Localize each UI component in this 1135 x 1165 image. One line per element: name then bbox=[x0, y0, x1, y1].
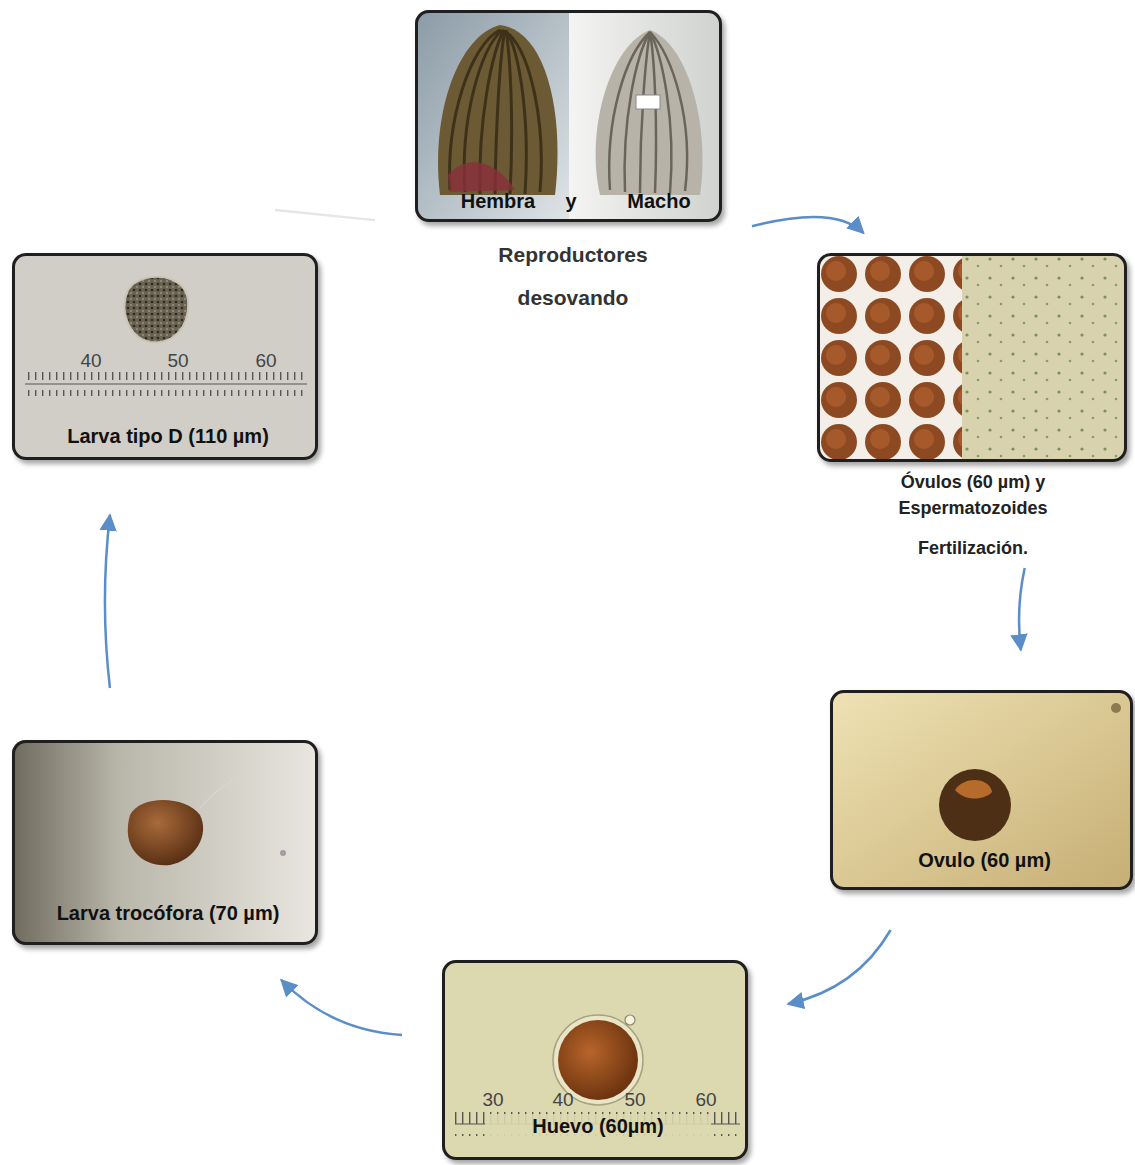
clam-photo bbox=[415, 10, 722, 222]
stage-caption: Macho bbox=[614, 189, 704, 214]
stage-caption: Reproductores desovando bbox=[473, 233, 673, 319]
stage-photo-box: Larva tipo D (110 µm) 40 50 60 bbox=[12, 253, 318, 460]
cycle-arrow bbox=[275, 210, 375, 220]
scale-number: 40 bbox=[71, 350, 111, 372]
gametes-photo bbox=[817, 253, 1127, 462]
stage-caption: Larva tipo D (110 µm) bbox=[21, 424, 315, 449]
scale-number: 60 bbox=[246, 350, 286, 372]
cycle-arrow bbox=[788, 930, 891, 1004]
stage-photo-box: HembrayMachoReproductores desovando bbox=[415, 10, 722, 222]
trochophore-photo bbox=[12, 740, 318, 945]
stage-caption: Huevo (60µm) bbox=[485, 1114, 711, 1139]
scale-number: 60 bbox=[686, 1089, 726, 1111]
stage-caption: Ovulo (60 µm) bbox=[843, 848, 1126, 873]
scale-number: 40 bbox=[543, 1089, 583, 1111]
egg-photo bbox=[442, 960, 748, 1160]
stage-photo-box: Óvulos (60 µm) y EspermatozoidesFertiliz… bbox=[817, 253, 1127, 462]
stage-caption: Óvulos (60 µm) y Espermatozoides bbox=[873, 469, 1073, 521]
cycle-arrow bbox=[281, 980, 402, 1035]
scale-number: 30 bbox=[473, 1089, 513, 1111]
stage-photo-box: Ovulo (60 µm) bbox=[830, 690, 1133, 890]
scale-number: 50 bbox=[158, 350, 198, 372]
scale-number: 50 bbox=[615, 1089, 655, 1111]
cycle-arrow bbox=[105, 515, 110, 688]
stage-caption: Hembra bbox=[458, 189, 538, 214]
stage-caption: y bbox=[558, 189, 584, 214]
cycle-arrow bbox=[752, 217, 864, 233]
cycle-arrow bbox=[1019, 568, 1025, 650]
stage-photo-box: Huevo (60µm) 30 40 50 60 bbox=[442, 960, 748, 1160]
stage-caption: Fertilización. bbox=[873, 537, 1073, 560]
stage-photo-box: Larva trocófora (70 µm) bbox=[12, 740, 318, 945]
ovule-photo bbox=[830, 690, 1133, 890]
stage-caption: Larva trocófora (70 µm) bbox=[21, 901, 315, 926]
d-larva-photo bbox=[12, 253, 318, 460]
